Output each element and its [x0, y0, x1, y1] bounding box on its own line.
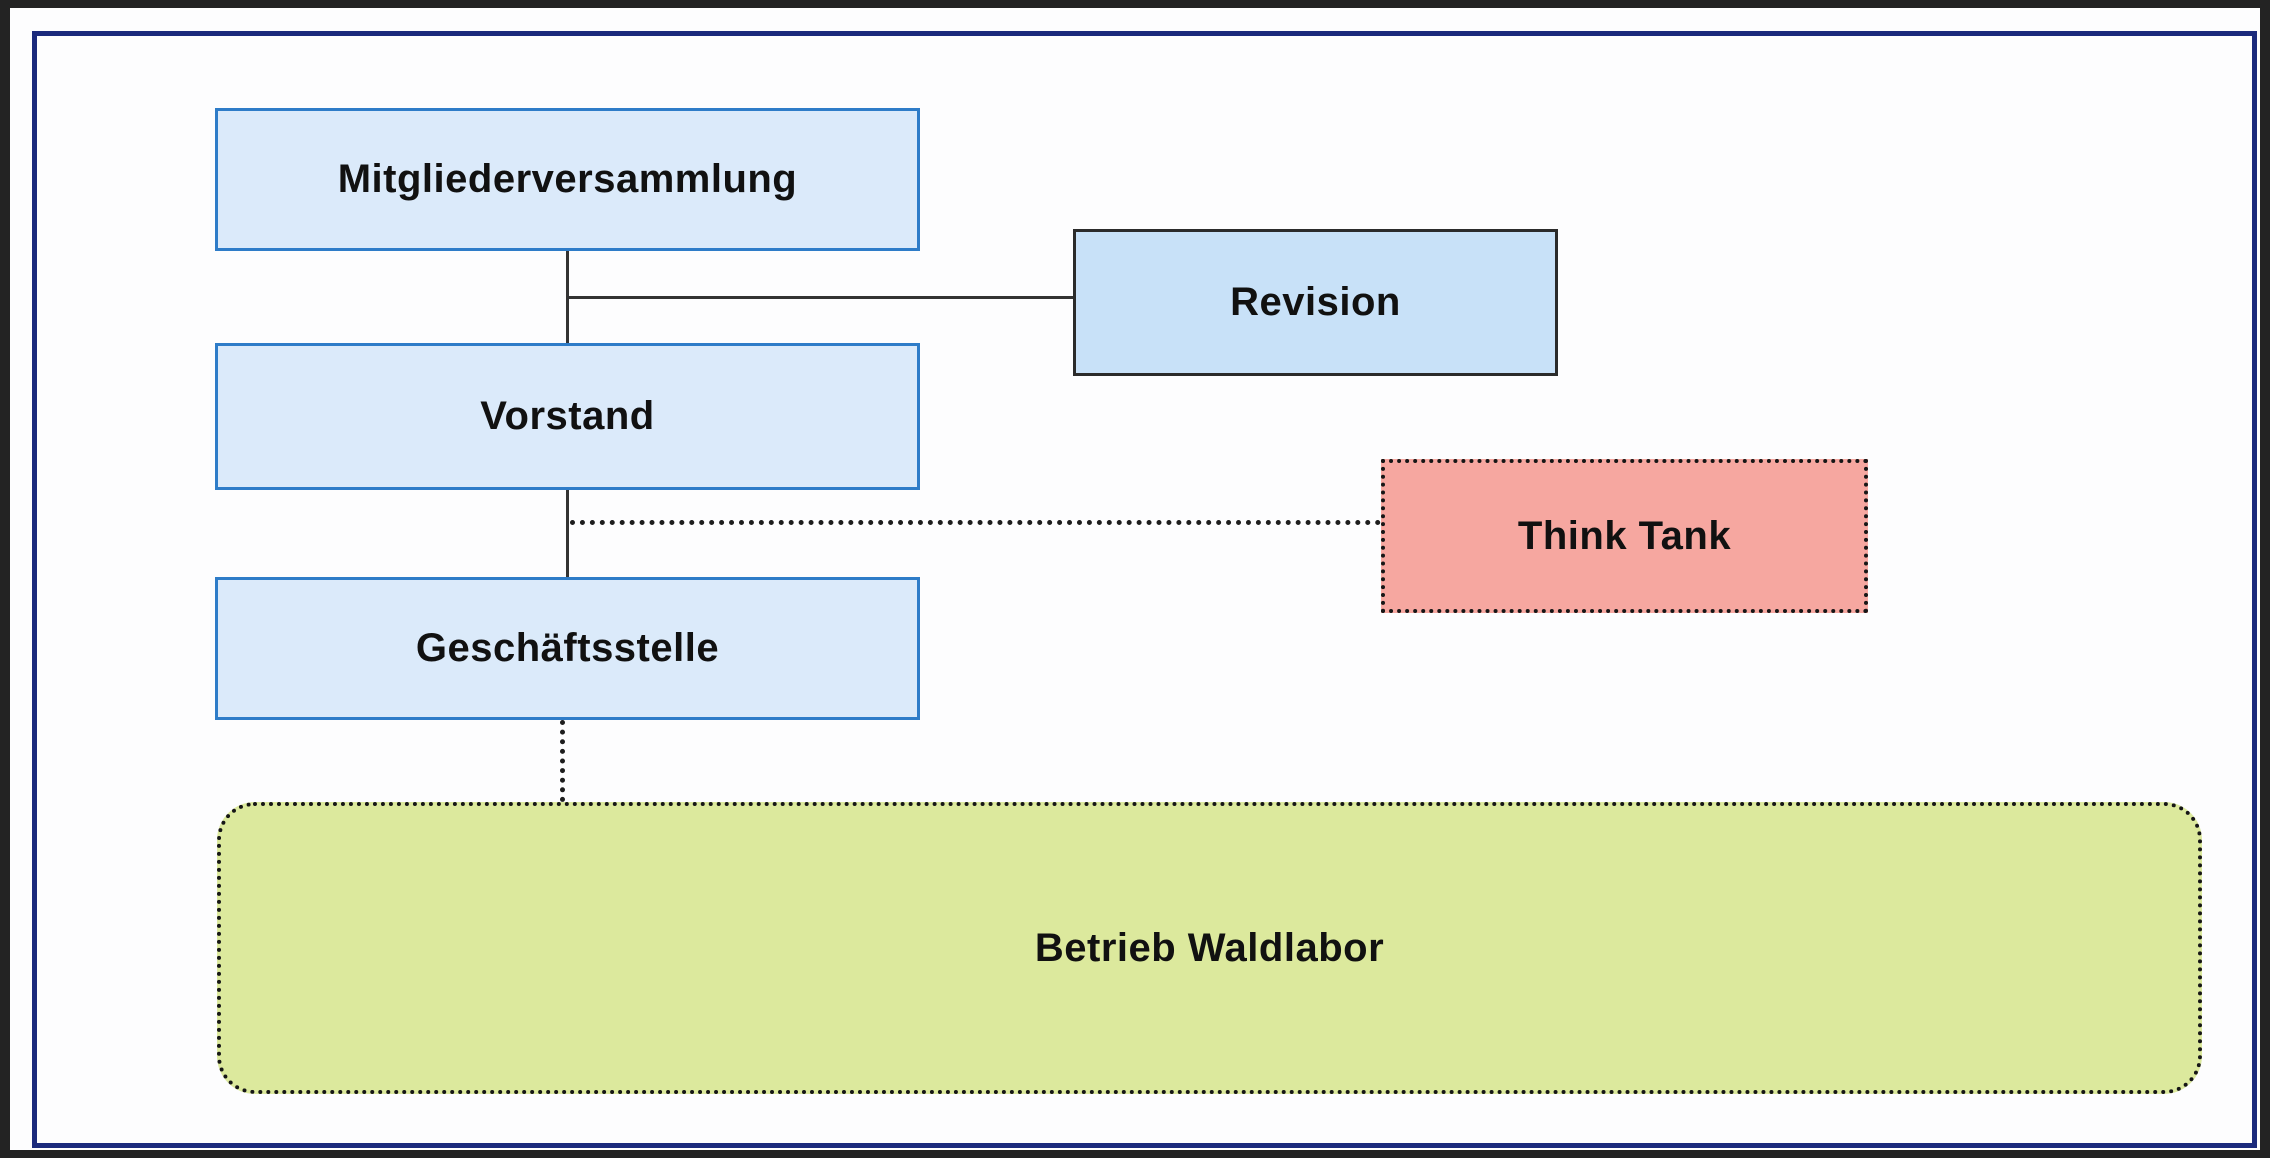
connector-vorstand-geschaeftsstelle: [566, 490, 569, 577]
connector-to-revision: [567, 296, 1073, 299]
frame-border: [32, 31, 2257, 1148]
node-geschaeftsstelle: Geschäftsstelle: [215, 577, 920, 720]
connector-geschaeftsstelle-betrieb-waldlabor: [560, 720, 565, 802]
node-revision-label: Revision: [1230, 280, 1401, 324]
node-betrieb-waldlabor-label: Betrieb Waldlabor: [1034, 925, 1385, 970]
node-think-tank: Think Tank: [1381, 459, 1868, 613]
node-betrieb-waldlabor: Betrieb Waldlabor: [217, 802, 2202, 1094]
node-vorstand: Vorstand: [215, 343, 920, 490]
node-mitgliederversammlung: Mitgliederversammlung: [215, 108, 920, 251]
node-geschaeftsstelle-label: Geschäftsstelle: [415, 626, 720, 670]
node-think-tank-label: Think Tank: [1517, 513, 1732, 558]
node-revision: Revision: [1073, 229, 1558, 376]
node-mitgliederversammlung-label: Mitgliederversammlung: [337, 157, 798, 201]
node-vorstand-label: Vorstand: [480, 394, 655, 438]
connector-to-think-tank: [570, 520, 1381, 525]
page-background: Mitgliederversammlung Revision Vorstand …: [10, 8, 2260, 1150]
